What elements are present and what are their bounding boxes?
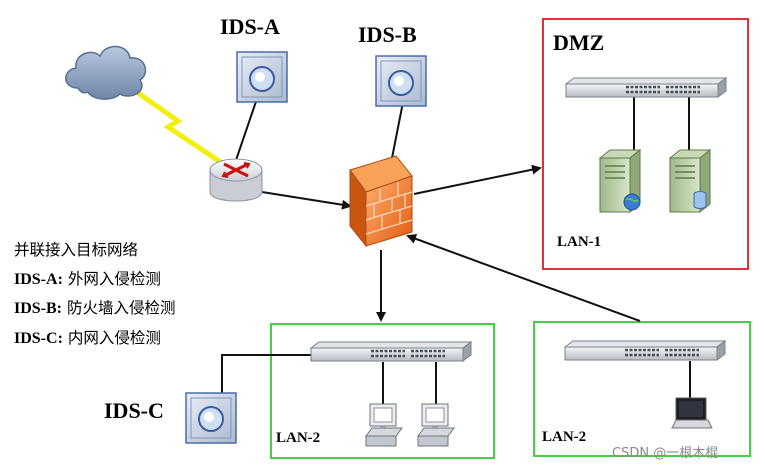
laptop-icon	[671, 397, 713, 429]
legend-key: IDS-A:	[14, 270, 63, 288]
lan2-right-to-firewall-arrow	[406, 234, 641, 322]
database-server-icon	[668, 148, 712, 214]
ids-a-label: IDS-A	[220, 14, 280, 39]
legend-row-ids-a: IDS-A: 外网入侵检测	[14, 265, 175, 295]
dmz-label: DMZ	[553, 30, 605, 55]
watermark: CSDN @一根木棍	[612, 446, 719, 461]
ids-b-label: IDS-B	[358, 22, 417, 47]
dmz-zone-box	[542, 18, 749, 270]
lan2-left-label: LAN-2	[276, 430, 321, 446]
legend-row-ids-b: IDS-B: 防火墙入侵检测	[14, 294, 175, 324]
legend-row-ids-c: IDS-C: 内网入侵检测	[14, 324, 175, 354]
legend-title: 并联接入目标网络	[14, 241, 139, 259]
ids-a-sensor-icon	[236, 51, 288, 103]
legend: 并联接入目标网络 IDS-A: 外网入侵检测 IDS-B: 防火墙入侵检测 ID…	[14, 236, 175, 353]
internet-cloud-icon	[65, 45, 147, 100]
ids-b-sensor-icon	[375, 55, 427, 107]
firewall-to-dmz-arrow	[413, 164, 542, 195]
legend-desc: 内网入侵检测	[67, 328, 161, 347]
legend-key: IDS-B:	[14, 300, 63, 317]
ids-c-sensor-icon	[185, 392, 237, 444]
workstation-1-icon	[365, 403, 403, 447]
wan-link	[126, 83, 227, 168]
lan2-right-switch-icon	[563, 340, 727, 361]
workstation-2-icon	[417, 403, 455, 447]
firewall-icon	[349, 155, 413, 248]
lan1-label: LAN-1	[557, 234, 602, 250]
legend-desc: 外网入侵检测	[67, 269, 161, 288]
lan2-left-switch-icon	[309, 341, 473, 362]
lan2-right-label: LAN-2	[542, 429, 587, 445]
router-to-firewall-arrow	[261, 191, 352, 210]
lan2-left-zone-box	[270, 323, 495, 459]
web-server-icon	[598, 148, 642, 214]
legend-key: IDS-C:	[14, 329, 63, 347]
router-icon	[209, 158, 263, 202]
dmz-switch-icon	[564, 77, 728, 98]
ids-c-label: IDS-C	[104, 398, 164, 423]
lan2-right-zone-box	[533, 321, 751, 457]
legend-desc: 防火墙入侵检测	[66, 299, 176, 317]
